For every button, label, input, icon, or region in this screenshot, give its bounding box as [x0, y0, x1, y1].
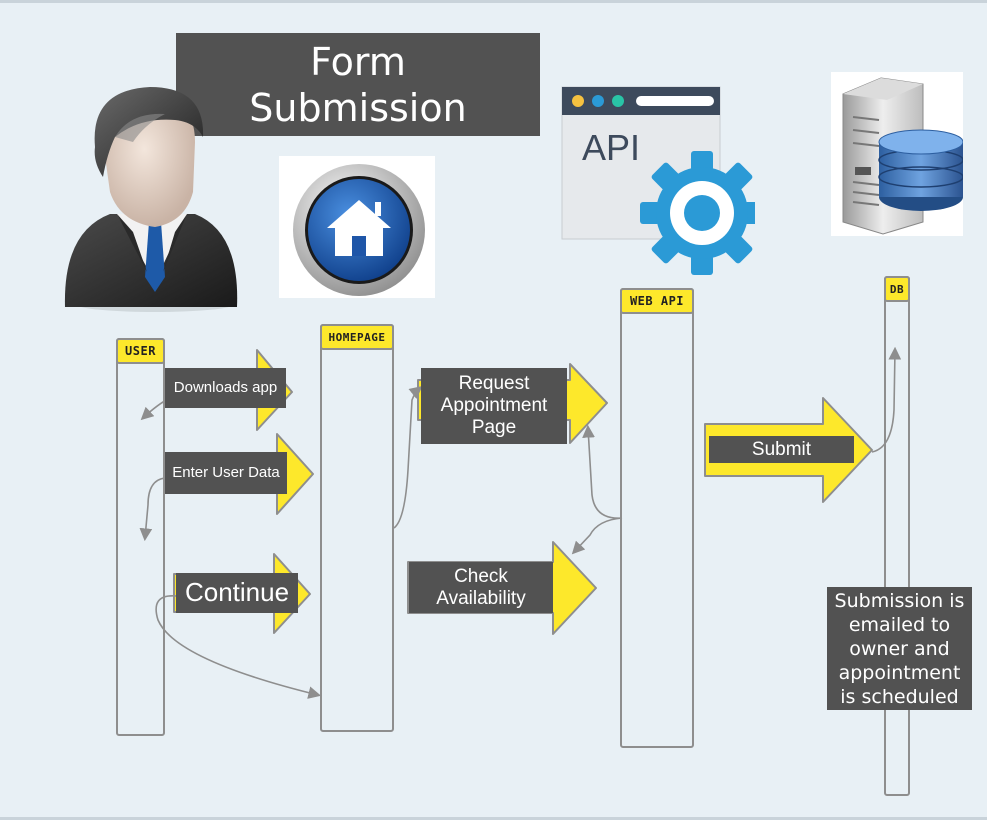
connector-webapi-check	[571, 517, 623, 555]
api-label: API	[582, 127, 640, 168]
message-enter-user-data: Enter User Data	[165, 452, 287, 494]
home-icon	[279, 156, 435, 298]
message-downloads-app: Downloads app	[165, 368, 286, 408]
lifeline-webapi: WEB API	[620, 288, 694, 748]
database-server-icon	[831, 72, 964, 236]
lifeline-homepage: HOMEPAGE	[320, 324, 394, 732]
message-submit: Submit	[709, 436, 854, 463]
title-line-2: Submission	[249, 85, 467, 130]
message-request-appointment: Request Appointment Page	[421, 368, 567, 444]
message-continue: Continue	[176, 573, 298, 613]
lifeline-user-label: USER	[116, 338, 165, 364]
connector-submit-db	[871, 346, 902, 453]
bottom-border	[0, 817, 987, 820]
lifeline-webapi-label: WEB API	[620, 288, 694, 314]
connector-continue	[155, 595, 322, 699]
diagram-title: Form Submission	[176, 33, 540, 136]
lifeline-db-label: DB	[884, 276, 910, 302]
connector-home-request	[393, 386, 423, 529]
api-gear-icon: API	[560, 85, 764, 275]
user-icon	[55, 82, 245, 314]
submission-note: Submission is emailed to owner and appoi…	[827, 587, 972, 710]
connector-enter-return	[139, 477, 166, 542]
message-check-availability: Check Availability	[409, 562, 553, 613]
top-border	[0, 0, 987, 3]
connector-webapi-request	[582, 424, 623, 519]
lifeline-homepage-label: HOMEPAGE	[320, 324, 394, 350]
title-line-1: Form	[310, 39, 406, 84]
